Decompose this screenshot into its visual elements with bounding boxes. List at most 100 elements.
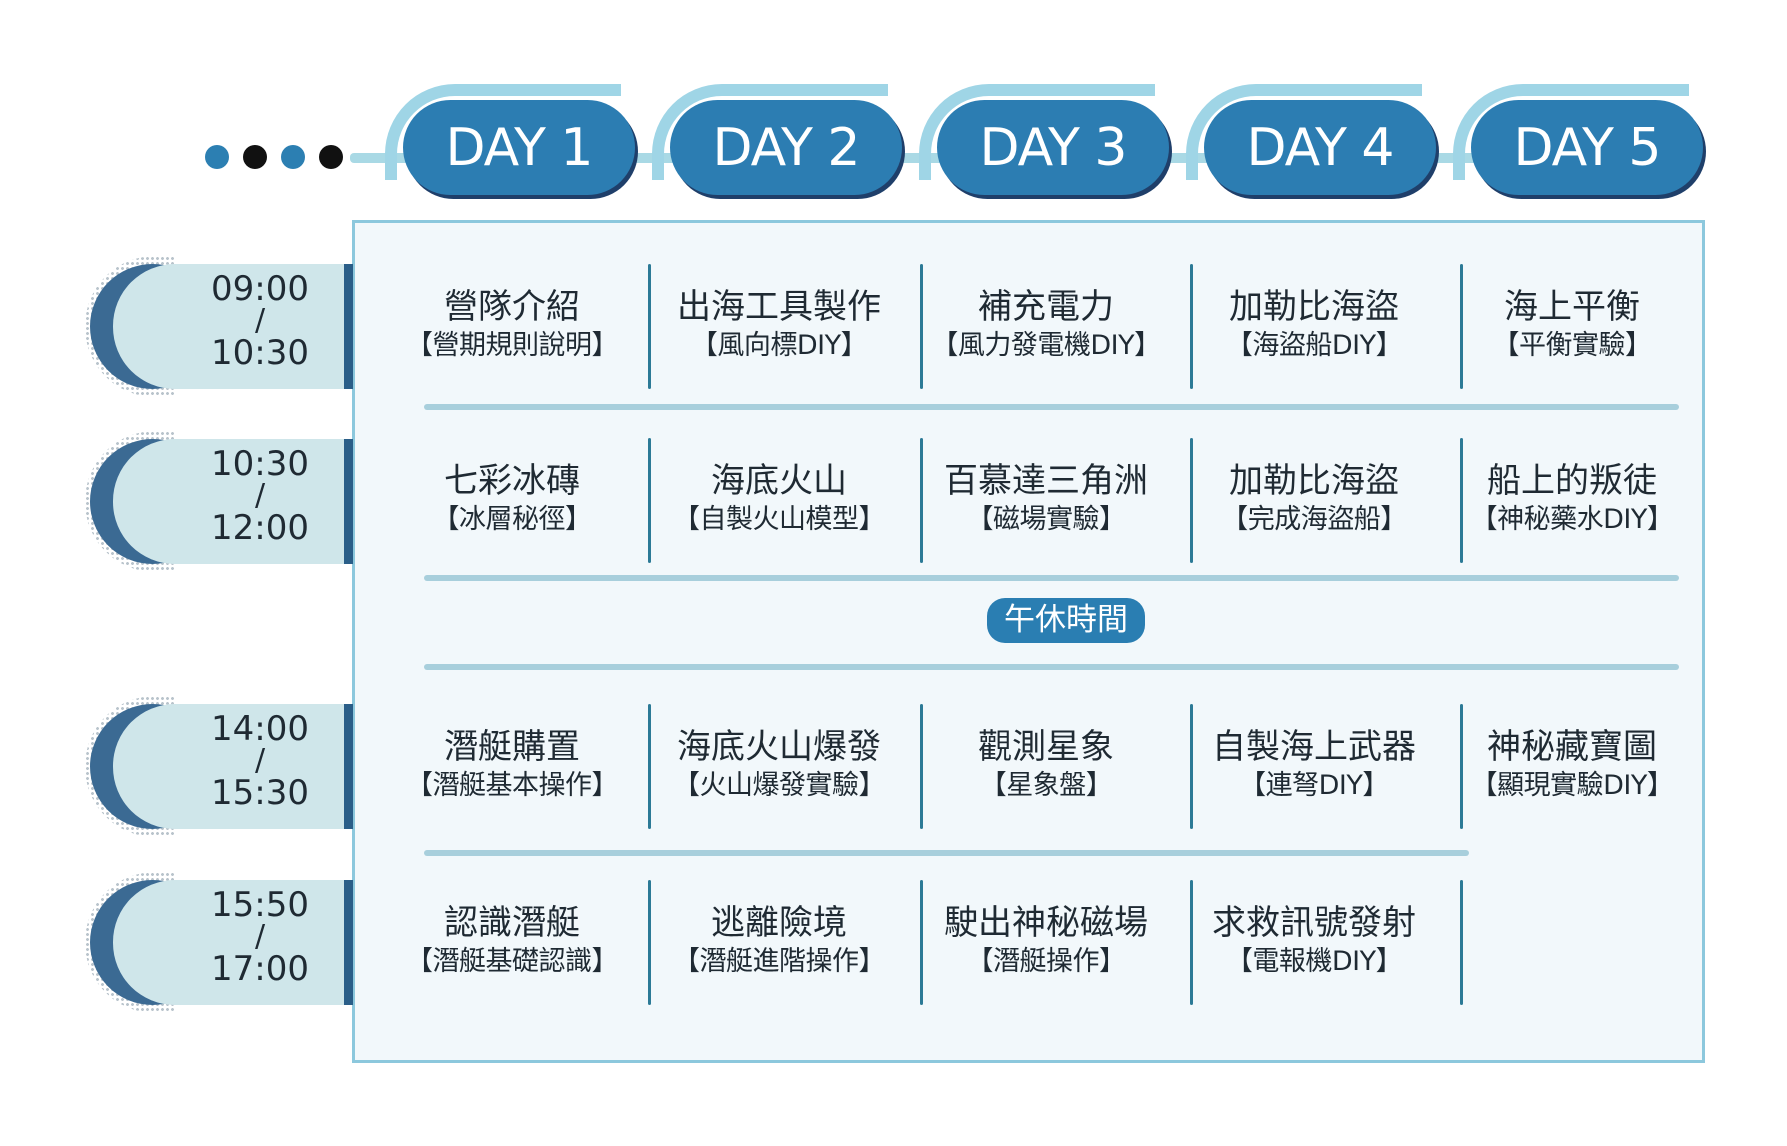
activity-subtitle: 【風力發電機DIY】 <box>931 330 1161 361</box>
activity-subtitle: 【潛艇進階操作】 <box>673 946 886 977</box>
activity-cell: 補充電力 【風力發電機DIY】 <box>915 286 1177 364</box>
dot-icon <box>319 145 343 169</box>
time-slot-2: 10:30 / 12:00 <box>85 431 353 572</box>
activity-subtitle: 【顯現實驗DIY】 <box>1470 770 1674 801</box>
day-label: DAY 3 <box>937 100 1169 195</box>
time-slot-3: 14:00 / 15:30 <box>85 696 353 837</box>
column-divider <box>920 264 923 389</box>
activity-subtitle: 【營期規則說明】 <box>406 330 619 361</box>
column-divider <box>648 704 651 829</box>
column-divider <box>1190 704 1193 829</box>
time-range: 10:30 / 12:00 <box>211 444 309 548</box>
column-divider <box>1460 704 1463 829</box>
activity-subtitle: 【星象盤】 <box>979 770 1113 801</box>
day-header-2: DAY 2 <box>652 84 902 195</box>
header-dots <box>205 145 343 169</box>
row-divider <box>424 664 1679 670</box>
activity-subtitle: 【潛艇基礎認識】 <box>406 946 619 977</box>
activity-title: 加勒比海盜 <box>1229 461 1399 501</box>
column-divider <box>1460 264 1463 389</box>
activity-title: 百慕達三角洲 <box>944 461 1148 501</box>
activity-title: 駛出神秘磁場 <box>944 903 1148 943</box>
activity-title: 船上的叛徒 <box>1487 461 1657 501</box>
day-label: DAY 5 <box>1471 100 1703 195</box>
activity-title: 出海工具製作 <box>677 287 881 327</box>
column-divider <box>1460 880 1463 1005</box>
activity-title: 自製海上武器 <box>1212 727 1416 767</box>
activity-subtitle: 【潛艇基本操作】 <box>406 770 619 801</box>
activity-cell: 神秘藏寶圖 【顯現實驗DIY】 <box>1441 726 1703 804</box>
column-divider <box>920 704 923 829</box>
activity-cell: 自製海上武器 【連弩DIY】 <box>1183 726 1445 804</box>
activity-cell: 駛出神秘磁場 【潛艇操作】 <box>915 902 1177 980</box>
activity-title: 神秘藏寶圖 <box>1487 727 1657 767</box>
column-divider <box>648 880 651 1005</box>
activity-title: 海底火山 <box>711 461 847 501</box>
lunch-break-badge: 午休時間 <box>987 598 1145 643</box>
activity-subtitle: 【海盜船DIY】 <box>1225 330 1403 361</box>
time-slot-1: 09:00 / 10:30 <box>85 256 353 397</box>
time-range: 14:00 / 15:30 <box>211 709 309 813</box>
activity-cell: 海上平衡 【平衡實驗】 <box>1441 286 1703 364</box>
activity-cell: 海底火山 【自製火山模型】 <box>648 460 910 538</box>
dot-icon <box>205 145 229 169</box>
activity-title: 逃離險境 <box>711 903 847 943</box>
activity-title: 求救訊號發射 <box>1212 903 1416 943</box>
activity-subtitle: 【平衡實驗】 <box>1492 330 1653 361</box>
column-divider <box>648 264 651 389</box>
dot-icon <box>281 145 305 169</box>
activity-subtitle: 【神秘藥水DIY】 <box>1470 504 1674 535</box>
activity-cell: 潛艇購置 【潛艇基本操作】 <box>381 726 643 804</box>
column-divider <box>1190 438 1193 563</box>
day-label: DAY 4 <box>1204 100 1436 195</box>
activity-cell: 船上的叛徒 【神秘藥水DIY】 <box>1441 460 1703 538</box>
day-header-5: DAY 5 <box>1453 84 1703 195</box>
time-range: 15:50 / 17:00 <box>211 885 309 989</box>
activity-subtitle: 【潛艇操作】 <box>966 946 1127 977</box>
activity-cell: 加勒比海盜 【完成海盜船】 <box>1183 460 1445 538</box>
activity-subtitle: 【冰層秘徑】 <box>432 504 593 535</box>
row-divider <box>424 850 1469 856</box>
activity-title: 七彩冰磚 <box>444 461 580 501</box>
day-header-1: DAY 1 <box>385 84 635 195</box>
activity-subtitle: 【磁場實驗】 <box>966 504 1127 535</box>
day-header-3: DAY 3 <box>919 84 1169 195</box>
day-header-4: DAY 4 <box>1186 84 1436 195</box>
activity-cell: 百慕達三角洲 【磁場實驗】 <box>915 460 1177 538</box>
activity-cell: 加勒比海盜 【海盜船DIY】 <box>1183 286 1445 364</box>
activity-subtitle: 【完成海盜船】 <box>1221 504 1407 535</box>
activity-cell: 逃離險境 【潛艇進階操作】 <box>648 902 910 980</box>
activity-title: 營隊介紹 <box>444 287 580 327</box>
activity-subtitle: 【風向標DIY】 <box>690 330 868 361</box>
column-divider <box>1190 880 1193 1005</box>
activity-title: 加勒比海盜 <box>1229 287 1399 327</box>
row-divider <box>424 575 1679 581</box>
activity-cell: 認識潛艇 【潛艇基礎認識】 <box>381 902 643 980</box>
activity-title: 補充電力 <box>978 287 1114 327</box>
row-divider <box>424 404 1679 410</box>
activity-subtitle: 【自製火山模型】 <box>673 504 886 535</box>
column-divider <box>920 880 923 1005</box>
time-range: 09:00 / 10:30 <box>211 269 309 373</box>
activity-cell: 求救訊號發射 【電報機DIY】 <box>1183 902 1445 980</box>
activity-cell: 觀測星象 【星象盤】 <box>915 726 1177 804</box>
activity-subtitle: 【連弩DIY】 <box>1239 770 1389 801</box>
activity-cell: 七彩冰磚 【冰層秘徑】 <box>381 460 643 538</box>
dot-icon <box>243 145 267 169</box>
activity-subtitle: 【電報機DIY】 <box>1225 946 1403 977</box>
column-divider <box>648 438 651 563</box>
activity-title: 認識潛艇 <box>444 903 580 943</box>
day-label: DAY 1 <box>403 100 635 195</box>
activity-cell: 出海工具製作 【風向標DIY】 <box>648 286 910 364</box>
activity-title: 觀測星象 <box>978 727 1114 767</box>
time-slot-4: 15:50 / 17:00 <box>85 872 353 1013</box>
column-divider <box>1190 264 1193 389</box>
activity-cell: 海底火山爆發 【火山爆發實驗】 <box>648 726 910 804</box>
activity-title: 海上平衡 <box>1504 287 1640 327</box>
activity-title: 海底火山爆發 <box>677 727 881 767</box>
activity-title: 潛艇購置 <box>444 727 580 767</box>
day-label: DAY 2 <box>670 100 902 195</box>
column-divider <box>920 438 923 563</box>
activity-cell: 營隊介紹 【營期規則說明】 <box>381 286 643 364</box>
column-divider <box>1460 438 1463 563</box>
